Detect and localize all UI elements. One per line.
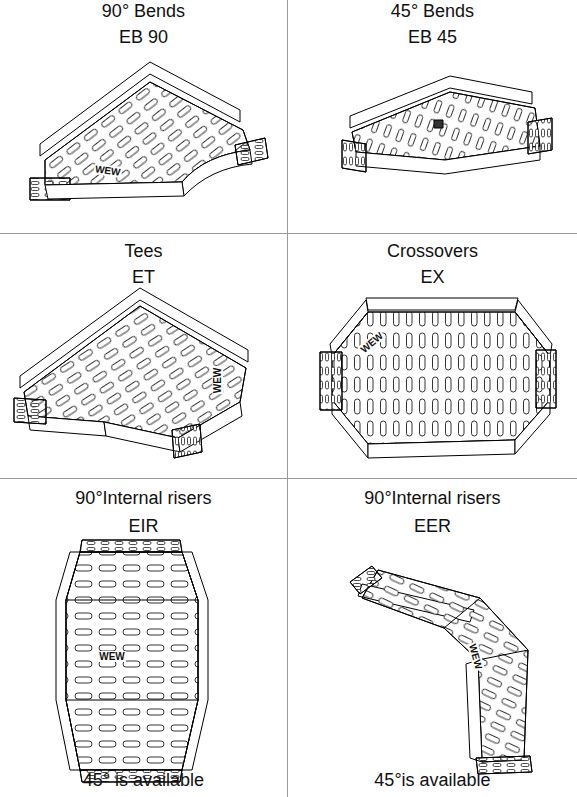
fitting-name: Crossovers: [288, 240, 577, 262]
availability-note: 45°is available: [288, 769, 577, 791]
fitting-panel: CrossoversEX: [288, 234, 577, 478]
fitting-name: 90° Bends: [0, 0, 287, 22]
bend-90-drawing: [30, 62, 268, 200]
fitting-code: EER: [288, 515, 577, 537]
tee-drawing: [14, 288, 248, 458]
fitting-panel: 45° Bends EB 45: [288, 0, 577, 233]
fitting-code: EB 45: [288, 26, 577, 48]
brand-mark: WEW: [212, 366, 223, 394]
fitting-code: ET: [0, 266, 287, 288]
brand-mark: WEW: [98, 651, 126, 662]
fitting-panel: 90° Bends EB 90: [0, 0, 287, 233]
fitting-name: 90°Internal risers: [0, 487, 287, 509]
crossover-drawing: [320, 298, 556, 458]
fitting-code: EX: [288, 266, 577, 288]
bend-45-drawing: [342, 76, 552, 174]
fitting-code: EB 90: [0, 26, 287, 48]
external-riser-drawing: [350, 566, 532, 774]
fitting-panel: TeesET: [0, 234, 287, 478]
fitting-panel: 90°Internal risersEIR 45° is available: [0, 479, 287, 797]
fitting-name: Tees: [0, 240, 287, 262]
fitting-name: 90°Internal risers: [288, 487, 577, 509]
fitting-panel: 90°Internal risersEER 45°is available: [288, 479, 577, 797]
fitting-name: 45° Bends: [288, 0, 577, 22]
availability-note: 45° is available: [0, 769, 287, 791]
fitting-code: EIR: [0, 515, 287, 537]
internal-riser-drawing: [56, 540, 208, 782]
